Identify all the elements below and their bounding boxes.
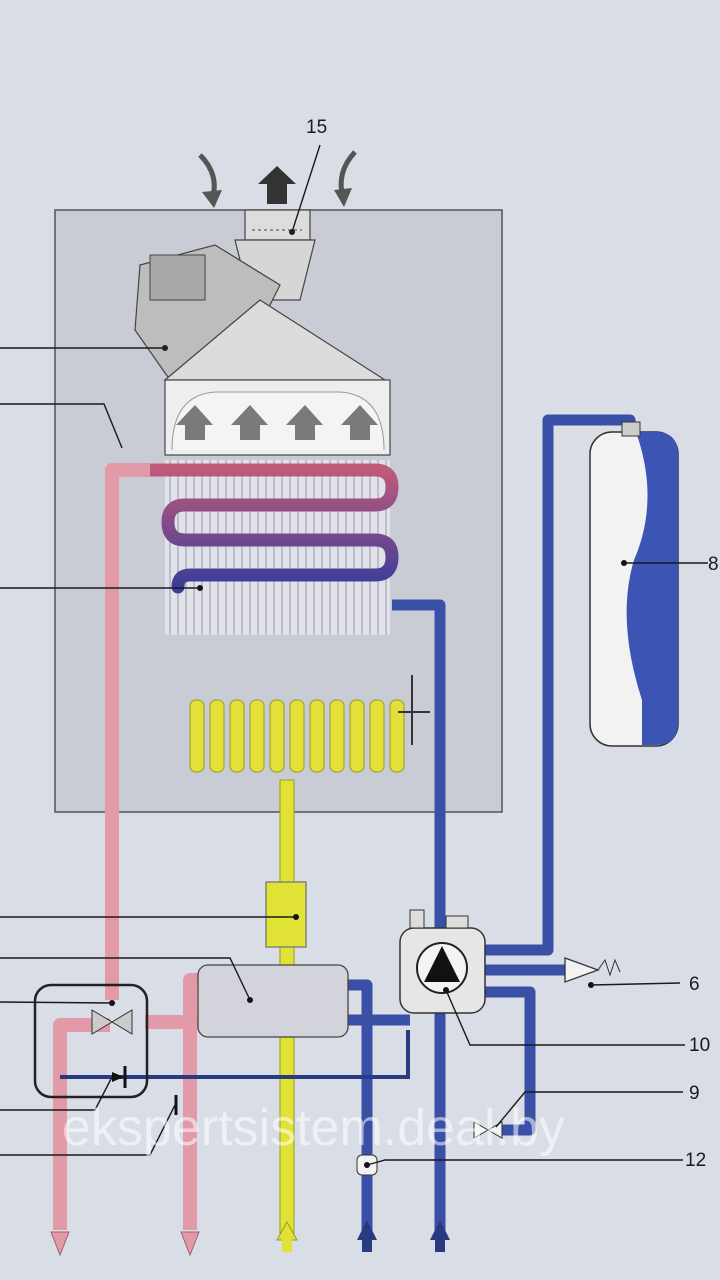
flue-exhaust-arrow: [258, 166, 296, 204]
label-8: 8: [708, 554, 719, 575]
fill-valve: [473, 1121, 503, 1139]
label-9: 9: [689, 1083, 700, 1104]
leader-lines: [0, 144, 708, 1166]
air-intake-arrow-right: [334, 150, 357, 207]
label-10: 10: [689, 1035, 710, 1056]
air-intake-arrow-left: [198, 153, 222, 208]
three-way-valve-box: [33, 983, 149, 1099]
bypass-line: [60, 1030, 410, 1079]
plate-heat-exchanger: [197, 964, 349, 1038]
safety-valve: [564, 957, 621, 988]
inlet-arrow-cold-water: [357, 1220, 377, 1252]
bypass-valve: [112, 1066, 127, 1088]
circulation-pump: [399, 909, 486, 1014]
label-12: 12: [685, 1150, 706, 1171]
watermark: ekspertsistem.deal.by: [62, 1099, 565, 1157]
heat-up-arrows: [176, 405, 378, 440]
heat-arrows-arch: [171, 391, 385, 451]
ignition-electrode: [398, 675, 430, 745]
label-6: 6: [689, 974, 700, 995]
inlet-arrow-return: [430, 1220, 450, 1252]
expansion-tank: [589, 421, 679, 747]
burner-tubes: [189, 699, 405, 773]
outlet-arrow-hot-water: [180, 1231, 200, 1257]
outlet-arrow-heating: [50, 1231, 70, 1257]
heat-exchanger-fins: [165, 460, 390, 635]
inlet-arrow-gas: [276, 1220, 298, 1252]
three-way-valve: [91, 1000, 133, 1035]
gas-valve: [265, 881, 307, 948]
heat-exchanger-coil: [138, 463, 399, 594]
label-15: 15: [306, 117, 327, 138]
